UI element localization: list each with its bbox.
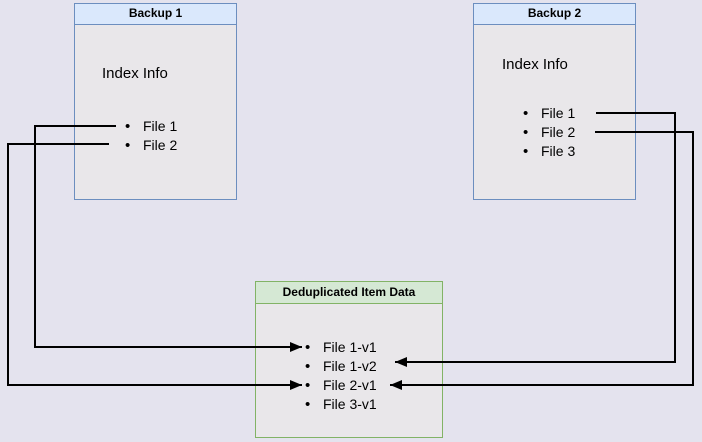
backup1-file-item: File 1 [125,117,177,136]
backup2-title: Backup 2 [474,4,635,25]
backup1-file-item: File 2 [125,136,177,155]
backup2-file-list: File 1 File 2 File 3 [523,104,575,161]
dedup-file-item: File 1-v2 [305,357,377,376]
backup2-file-item: File 1 [523,104,575,123]
backup2-file-item: File 2 [523,123,575,142]
deduplicated-item-data-box: Deduplicated Item Data File 1-v1 File 1-… [255,281,443,438]
dedup-file-item: File 2-v1 [305,376,377,395]
deduplicated-item-data-title: Deduplicated Item Data [256,282,442,304]
dedup-file-list: File 1-v1 File 1-v2 File 2-v1 File 3-v1 [305,338,377,414]
backup2-box: Backup 2 Index Info File 1 File 2 File 3 [473,3,636,200]
dedup-file-item: File 1-v1 [305,338,377,357]
dedup-file-item: File 3-v1 [305,395,377,414]
backup1-box: Backup 1 Index Info File 1 File 2 [74,3,237,200]
backup2-index-info-label: Index Info [502,56,568,73]
backup2-file-item: File 3 [523,142,575,161]
backup1-file-list: File 1 File 2 [125,117,177,155]
backup1-title: Backup 1 [75,4,236,25]
backup1-index-info-label: Index Info [102,65,168,82]
